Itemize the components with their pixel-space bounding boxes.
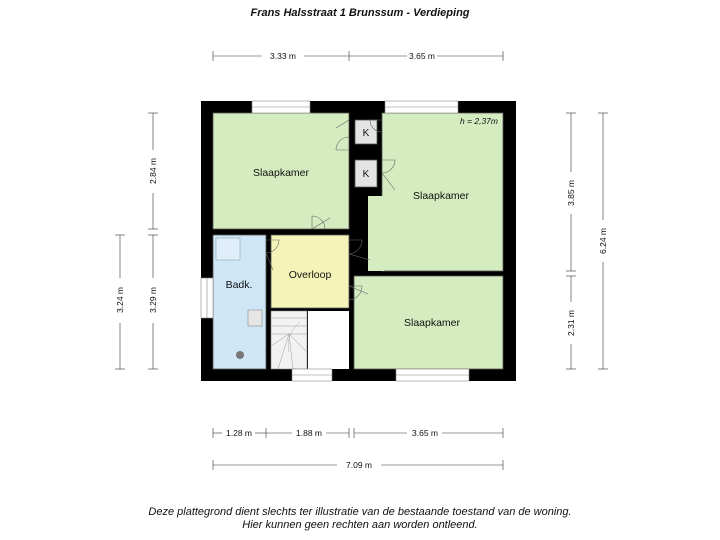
dim-right-total: 6.24 m (598, 228, 608, 254)
dim-left-lower: 3.29 m (148, 287, 158, 313)
room-landing (270, 234, 350, 309)
dim-bottom-2: 1.88 m (296, 428, 322, 438)
dim-right-lower: 2.31 m (566, 310, 576, 336)
label-closet-2: K (363, 169, 370, 180)
label-closet-1: K (363, 128, 370, 139)
label-landing: Overloop (289, 269, 332, 281)
dimension-right (566, 112, 608, 370)
label-bedroom-bottom-right: Slaapkamer (404, 317, 461, 329)
room-bedroom-top-left (212, 112, 350, 230)
stair-landing-white (308, 311, 349, 369)
dim-right-upper: 3.85 m (566, 180, 576, 206)
dim-total-width: 7.09 m (346, 460, 372, 470)
disclaimer-line-2: Hier kunnen geen rechten aan worden ontl… (242, 519, 478, 531)
disclaimer: Deze plattegrond dient slechts ter illus… (0, 506, 720, 532)
label-bathroom: Badk. (226, 279, 253, 291)
plan-title: Frans Halsstraat 1 Brunssum - Verdieping (250, 7, 470, 19)
room-bedroom-top-right-notch (368, 196, 384, 271)
dim-left-upper: 2.84 m (148, 158, 158, 184)
label-bedroom-top-right: Slaapkamer (413, 190, 470, 202)
room-bedroom-top-right (381, 112, 504, 272)
dimension-bottom (212, 428, 504, 470)
bathroom-fixtures (215, 237, 263, 359)
ceiling-height: h = 2,37m (460, 116, 498, 126)
label-bedroom-top-left: Slaapkamer (253, 167, 310, 179)
dim-top-left: 3.33 m (270, 51, 296, 61)
dimension-top (212, 51, 504, 61)
dimension-left (115, 112, 158, 370)
door-swings (265, 119, 396, 301)
dim-bottom-1: 1.28 m (226, 428, 252, 438)
dim-left-total: 3.24 m (115, 287, 125, 313)
staircase (270, 310, 308, 370)
dim-bottom-3: 3.65 m (412, 428, 438, 438)
dim-top-right: 3.65 m (409, 51, 435, 61)
disclaimer-line-1: Deze plattegrond dient slechts ter illus… (148, 506, 572, 518)
closet-2 (354, 159, 378, 188)
